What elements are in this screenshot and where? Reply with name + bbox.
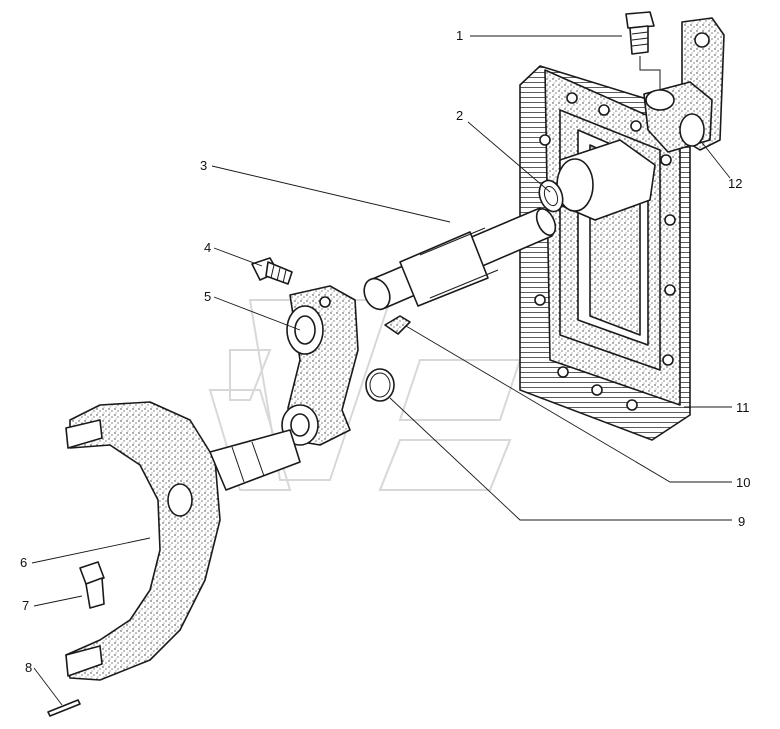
callout-3: 3 xyxy=(200,158,207,173)
callout-6: 6 xyxy=(20,555,27,570)
part-4-bolt xyxy=(251,257,293,285)
callout-labels: 1 2 3 4 5 6 7 8 9 10 11 12 xyxy=(20,28,750,675)
callout-7: 7 xyxy=(22,598,29,613)
housing-bolt-holes xyxy=(534,92,676,411)
callout-2: 2 xyxy=(456,108,463,123)
callout-12: 12 xyxy=(728,176,742,191)
part-10-woodruff-key xyxy=(384,315,411,335)
callout-4: 4 xyxy=(204,240,211,255)
callout-8: 8 xyxy=(25,660,32,675)
part-5-shift-lever xyxy=(281,285,359,446)
part-7-pin xyxy=(79,561,105,609)
part-6-shift-fork xyxy=(65,401,301,681)
leader-lines xyxy=(31,35,732,706)
callout-10: 10 xyxy=(736,475,750,490)
callout-11: 11 xyxy=(736,400,750,415)
callout-5: 5 xyxy=(204,289,211,304)
part-9-circlip xyxy=(365,368,395,402)
part-3-shaft xyxy=(363,207,557,311)
part-12-lever-arm xyxy=(643,17,725,153)
callout-1: 1 xyxy=(456,28,463,43)
part-8-cotter-pin xyxy=(47,699,81,717)
part-11-housing-cover xyxy=(519,65,691,441)
callout-9: 9 xyxy=(738,514,745,529)
part-1-bolt xyxy=(625,11,661,90)
